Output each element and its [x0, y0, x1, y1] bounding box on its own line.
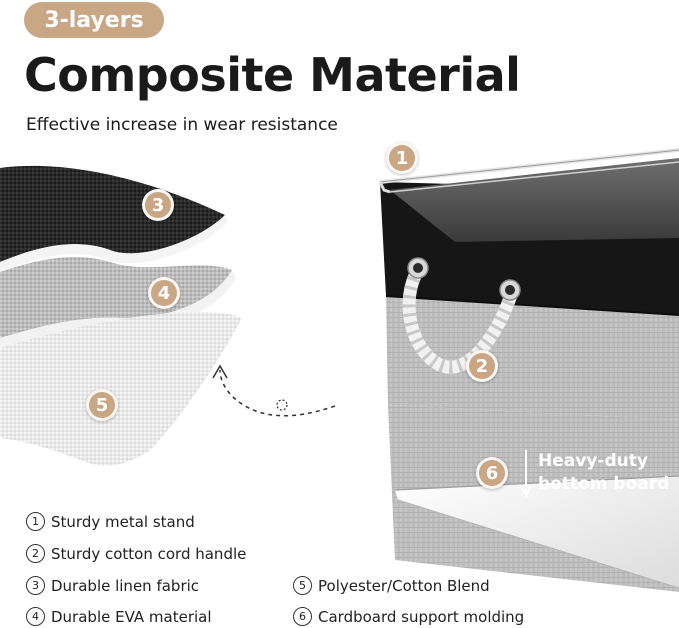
legend-label: Durable linen fabric — [51, 576, 200, 595]
dashed-arrow-head-icon — [212, 364, 228, 379]
legend-number: 5 — [293, 576, 312, 595]
callout-4: 4 — [148, 277, 180, 309]
legend-item-2: 2 Sturdy cotton cord handle — [26, 544, 246, 563]
callout-6: 6 — [476, 457, 508, 489]
legend-number: 3 — [26, 576, 45, 595]
callout-5: 5 — [86, 389, 118, 421]
legend-item-3: 3 Durable linen fabric — [26, 576, 199, 595]
callout-3: 3 — [142, 189, 174, 221]
eva-layer — [0, 256, 236, 348]
legend-item-5: 5 Polyester/Cotton Blend — [293, 576, 490, 595]
heavy-duty-line2: bottom board — [538, 474, 670, 494]
linen-fabric-layer — [0, 165, 228, 272]
legend-number: 6 — [293, 607, 312, 626]
legend-item-1: 1 Sturdy metal stand — [26, 512, 195, 531]
storage-basket — [378, 148, 679, 592]
blend-layer — [0, 311, 242, 466]
legend-item-4: 4 Durable EVA material — [26, 607, 212, 626]
heavy-duty-label: Heavy-duty bottom board — [538, 450, 669, 496]
legend-number: 1 — [26, 512, 45, 531]
callout-2: 2 — [466, 350, 498, 382]
heavy-duty-line1: Heavy-duty — [538, 451, 648, 471]
legend-item-6: 6 Cardboard support molding — [293, 607, 524, 626]
layers-badge: 3-layers — [24, 2, 164, 38]
legend-number: 4 — [26, 607, 45, 626]
page-title: Composite Material — [24, 48, 521, 102]
legend-label: Sturdy cotton cord handle — [51, 544, 247, 563]
callout-1: 1 — [386, 142, 418, 174]
legend-number: 2 — [26, 544, 45, 563]
down-arrow-icon — [520, 450, 532, 499]
cotton-cord-handle — [402, 257, 521, 374]
legend-label: Polyester/Cotton Blend — [318, 576, 490, 595]
legend-label: Durable EVA material — [51, 607, 212, 626]
product-illustration — [0, 148, 679, 592]
legend-label: Cardboard support molding — [318, 607, 525, 626]
dashed-arrow — [219, 369, 336, 417]
legend-label: Sturdy metal stand — [51, 512, 195, 531]
page-subtitle: Effective increase in wear resistance — [26, 115, 338, 135]
